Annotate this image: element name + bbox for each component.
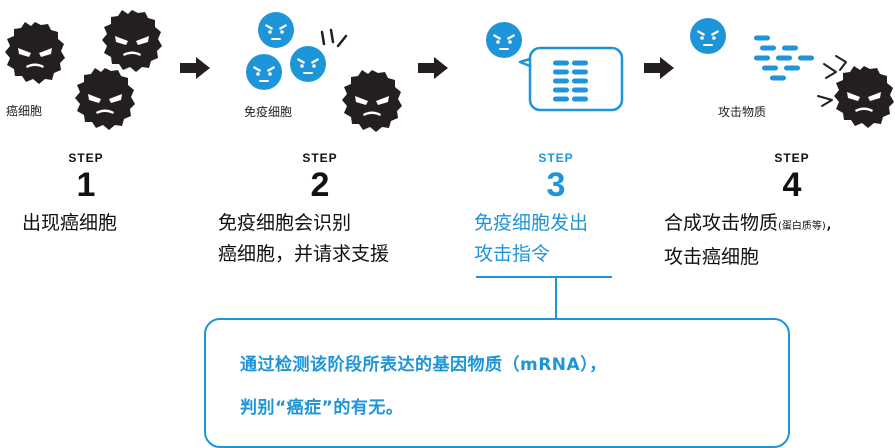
cancer-cell-icon [834, 66, 894, 128]
arrow-right-icon [180, 57, 210, 79]
cancer-cell-icon [75, 68, 135, 130]
step4-label: STEP [774, 151, 810, 165]
immune-cell-icon [289, 45, 327, 83]
step3-label: STEP [538, 151, 574, 165]
callout-line1: 通过检测该阶段所表达的基因物质（mRNA）， [240, 355, 607, 375]
cancer-cell-icon [5, 22, 65, 84]
step4-line1-end: , [825, 212, 832, 234]
cancer-cell-caption: 癌细胞 [6, 104, 43, 118]
step3-description: 免疫细胞发出 攻击指令 [474, 208, 588, 270]
step3-number: 3 [546, 166, 566, 204]
immune-cell-icon [485, 21, 523, 59]
arrow-right-icon [644, 57, 674, 79]
step3-line1: 免疫细胞发出 [474, 212, 589, 234]
step2-line2: 癌细胞，并请求支援 [218, 243, 390, 265]
step4-line1-note: (蛋白质等) [778, 221, 826, 232]
step2-label: STEP [302, 151, 338, 165]
cancer-cell-icon [342, 70, 402, 132]
step1-description: 出现癌细胞 [22, 208, 117, 239]
arrow-right-icon [418, 57, 448, 79]
immune-cell-icon [257, 11, 295, 49]
immune-cell-caption: 免疫细胞 [244, 105, 293, 119]
speech-bubble-icon [518, 46, 624, 112]
step2-description: 免疫细胞会识别 癌细胞，并请求支援 [218, 208, 389, 270]
callout-line2: 判别“癌症”的有无。 [240, 398, 404, 418]
step4-description: 合成攻击物质(蛋白质等), 攻击癌细胞 [664, 208, 832, 273]
step1-number: 1 [76, 166, 96, 204]
callout-box [204, 318, 790, 448]
impact-lines-icon [817, 55, 847, 107]
attack-substance-icon [754, 35, 814, 81]
step1-label: STEP [68, 151, 104, 165]
step3-line2: 攻击指令 [474, 243, 551, 265]
step2-number: 2 [310, 166, 330, 204]
alarm-mark-icon [320, 28, 348, 48]
step4-line2: 攻击癌细胞 [664, 246, 760, 268]
step2-line1: 免疫细胞会识别 [218, 212, 352, 234]
step4-number: 4 [782, 166, 802, 204]
immune-cell-icon [689, 17, 727, 55]
step4-line1-main: 合成攻击物质 [664, 212, 779, 234]
immune-cell-icon [245, 53, 283, 91]
step4-line1: 合成攻击物质(蛋白质等), [664, 208, 832, 242]
attack-substance-caption: 攻击物质 [718, 105, 767, 119]
cancer-cell-icon [102, 10, 162, 72]
step1-line1: 出现癌细胞 [22, 212, 118, 234]
